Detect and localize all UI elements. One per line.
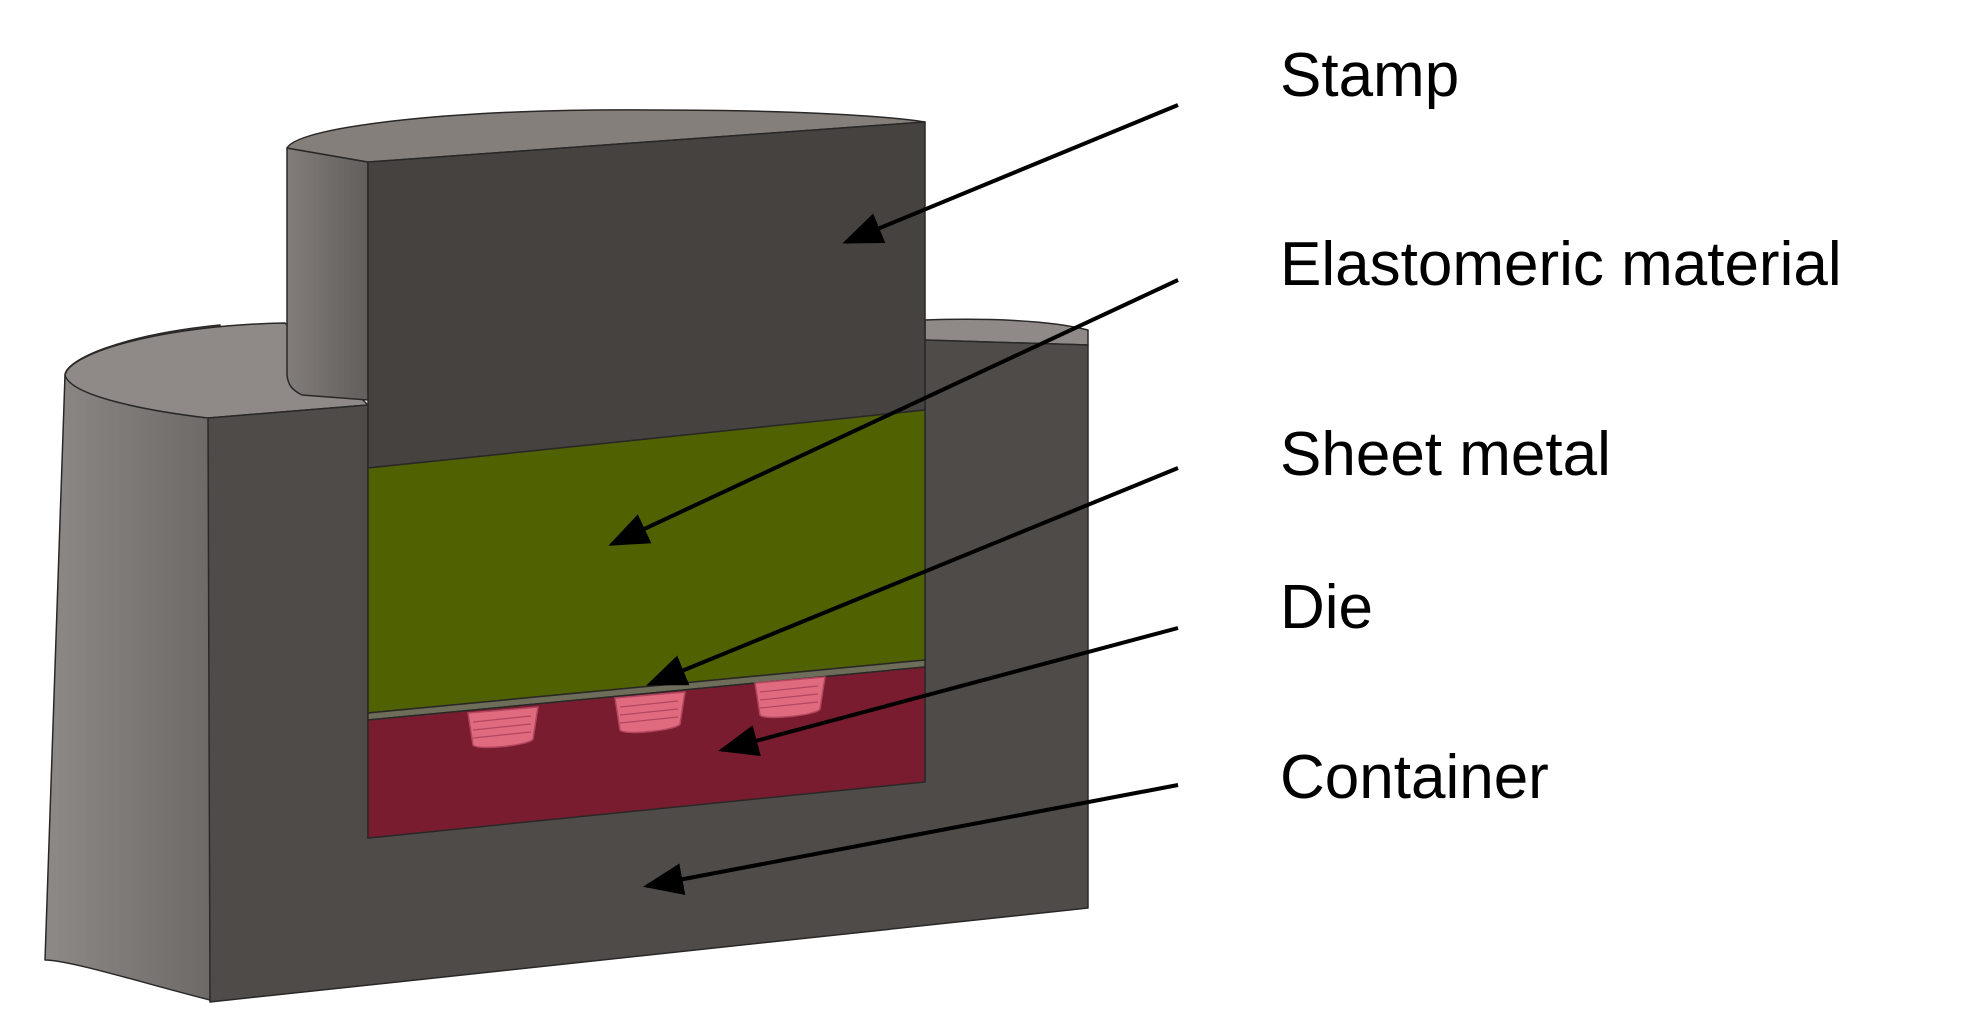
label-stamp: Stamp xyxy=(1280,41,1459,110)
die-cavity-line xyxy=(619,708,679,716)
stamp xyxy=(286,109,926,469)
arrow-container xyxy=(643,783,1179,895)
container-top-right xyxy=(924,318,1089,346)
die-cavity-line xyxy=(472,715,532,723)
die-cavity-line xyxy=(619,700,679,708)
die-cavity xyxy=(467,706,539,749)
container-side-left xyxy=(44,324,221,1001)
label-elastomeric-material: Elastomeric material xyxy=(1280,230,1842,299)
container xyxy=(44,318,1089,1003)
labels: Stamp Elastomeric material Sheet metal D… xyxy=(1280,41,1842,812)
die-cavity-line xyxy=(759,685,819,693)
label-sheet-metal: Sheet metal xyxy=(1280,420,1611,489)
die-cavity-line xyxy=(759,701,819,709)
stamp-side xyxy=(286,147,369,401)
arrows xyxy=(608,103,1179,895)
arrow-sheet-metal xyxy=(646,466,1179,686)
arrow-elastomeric-material xyxy=(608,278,1179,546)
arrow-die xyxy=(718,626,1179,757)
die-cavity-line xyxy=(472,731,532,739)
stamp-top xyxy=(286,109,926,163)
label-die: Die xyxy=(1280,573,1373,642)
die-cavity xyxy=(614,691,686,734)
die xyxy=(367,666,926,839)
die-cavity xyxy=(754,676,826,719)
die-cavity-line xyxy=(472,723,532,731)
die-cavities xyxy=(467,676,826,749)
die-cavity-line xyxy=(619,716,679,724)
arrow-stamp xyxy=(842,103,1179,244)
die-cavity-line xyxy=(759,693,819,701)
label-container: Container xyxy=(1280,743,1549,812)
stamp-front xyxy=(367,121,926,469)
